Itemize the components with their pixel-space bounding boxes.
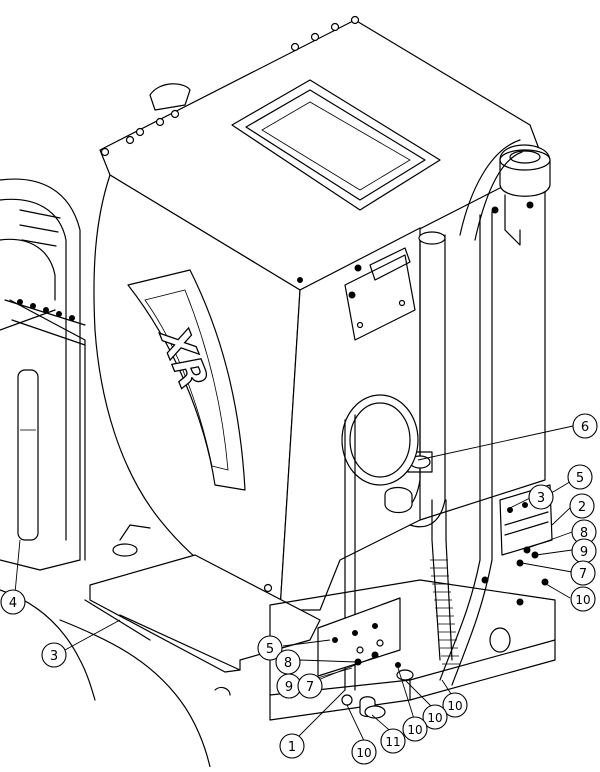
elbow-fitting (384, 486, 413, 514)
callout-label: 10 (575, 593, 590, 607)
callout-label: 5 (576, 471, 584, 486)
callout-3-left: 3 (41, 642, 67, 668)
lid-bolts (100, 15, 360, 157)
callout-5-right: 5 (567, 464, 593, 490)
base-round-hole (489, 627, 511, 653)
left-cab-body (0, 178, 211, 768)
callout-1: 1 (279, 733, 305, 759)
hoses (384, 139, 523, 686)
hinge-strip-left (11, 299, 86, 346)
hose-top-fitting (418, 231, 446, 245)
callout-label: 10 (356, 746, 371, 760)
callout-10-right: 10 (570, 586, 596, 612)
callout-label: 7 (306, 680, 314, 695)
callout-label: 1 (288, 740, 296, 755)
callout-label: 8 (284, 656, 292, 671)
xr-decal (127, 269, 246, 491)
callout-9-right: 9 (571, 538, 597, 564)
callout-label: 10 (407, 723, 422, 737)
callout-7-left: 7 (297, 673, 323, 699)
callout-label: 10 (447, 699, 462, 713)
callout-label: 9 (580, 545, 588, 560)
round-port (341, 394, 419, 691)
callout-label: 5 (266, 642, 274, 657)
callout-label: 7 (579, 567, 587, 582)
callout-10-c: 10 (402, 716, 428, 742)
corrugated-hose (430, 559, 460, 665)
callout-label: 4 (9, 596, 17, 611)
hardware (341, 546, 549, 719)
callout-label: 8 (580, 526, 588, 541)
callout-label: 6 (581, 420, 589, 435)
callout-5-left: 5 (257, 635, 283, 661)
callout-label: 10 (427, 711, 442, 725)
callout-label: 11 (385, 735, 400, 749)
callout-10-b: 10 (422, 704, 448, 730)
callout-10-d: 10 (351, 739, 377, 765)
callout-label: 2 (578, 500, 586, 515)
callout-label: 3 (537, 491, 545, 506)
callout-10-a: 10 (442, 692, 468, 718)
callout-8-left: 8 (275, 649, 301, 675)
side-light-bar (17, 369, 39, 541)
filler-cap[interactable] (491, 144, 551, 246)
callout-label: 9 (285, 680, 293, 695)
callout-7-right: 7 (570, 560, 596, 586)
top-handle[interactable] (149, 83, 191, 111)
callout-3-right: 3 (528, 484, 554, 510)
callout-label: 3 (50, 649, 58, 664)
callout-6: 6 (572, 413, 598, 439)
callout-4: 4 (0, 589, 26, 615)
callout-9-left: 9 (276, 673, 302, 699)
hinge-bracket-left (317, 597, 401, 677)
side-latch[interactable] (344, 247, 416, 341)
lid-hatch[interactable] (231, 79, 441, 211)
callout-2: 2 (569, 493, 595, 519)
callout-11: 11 (380, 728, 406, 754)
hopper-body: XR (93, 15, 546, 611)
